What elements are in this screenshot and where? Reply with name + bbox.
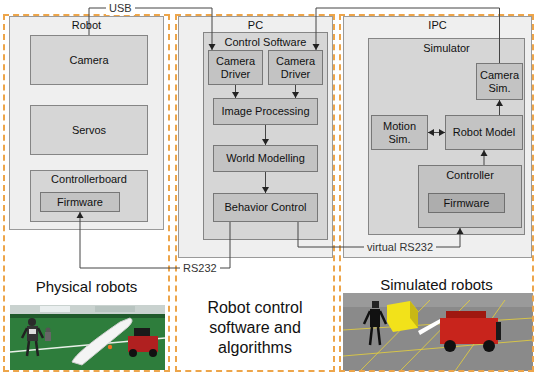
box-title: IPC <box>349 19 526 32</box>
simulation-render <box>343 293 533 371</box>
region-caption: Simulated robots <box>341 276 532 295</box>
process-box: Camera Sim. <box>476 63 523 100</box>
connection-label: virtual RS232 <box>364 241 436 254</box>
box-title: Control Software <box>204 36 327 49</box>
box-label: Behavior Control <box>225 201 307 214</box>
connection-label: RS232 <box>180 262 220 275</box>
box-title: Robot <box>15 19 158 32</box>
field-photo <box>10 305 165 370</box>
box-label: Firmware <box>57 196 103 209</box>
process-box: Camera Driver <box>268 50 323 85</box>
arrowhead <box>262 187 269 193</box>
physical-robots-region: Physical robots RobotCameraServosControll… <box>3 14 170 372</box>
process-box: Image Processing <box>213 98 318 125</box>
box-label: Camera Sim. <box>479 69 520 94</box>
component-box: Camera <box>30 35 148 85</box>
region-caption: Robot control software and algorithms <box>180 298 330 358</box>
arrowhead <box>481 150 488 156</box>
ipc-box: IPC SimulatorCamera Sim. Motion Sim. Robot … <box>343 16 532 258</box>
connector <box>77 212 231 268</box>
connector <box>428 129 445 136</box>
pc-box: PC Control SoftwareCamera Driver Camera Dr… <box>178 16 333 258</box>
arrowhead <box>439 129 445 136</box>
connector <box>262 125 269 145</box>
connector <box>232 85 239 98</box>
connector-line <box>235 85 236 98</box>
controller-box: ControllerFirmware <box>418 165 522 228</box>
arrowhead <box>496 100 503 106</box>
box-label: Image Processing <box>221 105 309 118</box>
connector-line <box>428 132 445 133</box>
connector-line <box>484 150 485 165</box>
connector-line <box>265 125 266 145</box>
box-title: PC <box>184 19 327 32</box>
software-region: Robot control software and algorithmsPCC… <box>175 14 335 372</box>
process-box: World Modelling <box>213 145 318 172</box>
connector-line <box>265 172 266 193</box>
firmware-box: Firmware <box>428 193 505 213</box>
connector <box>481 150 488 165</box>
component-box: Servos <box>30 105 148 155</box>
control-software-box: Control SoftwareCamera Driver Camera Driv… <box>203 32 328 240</box>
arrowhead <box>77 212 84 218</box>
process-box: Robot Model <box>445 115 523 150</box>
region-caption: Physical robots <box>5 278 168 297</box>
controllerboard-box: ControllerboardFirmware <box>30 170 148 222</box>
connector-line <box>80 212 230 268</box>
process-box: Behavior Control <box>213 193 318 222</box>
box-label: Camera <box>69 54 108 67</box>
box-label: Camera Driver <box>271 55 320 80</box>
simulated-robots-region: Simulated robots IPC SimulatorCamera Sim. M… <box>339 14 534 372</box>
arrowhead <box>457 228 464 234</box>
arrowhead <box>232 92 239 98</box>
robot-box: RobotCameraServosControllerboardFirmware <box>9 16 164 230</box>
firmware-box: Firmware <box>40 192 120 212</box>
box-label: Servos <box>72 124 106 137</box>
box-label: World Modelling <box>226 152 305 165</box>
connector-line <box>316 8 500 63</box>
arrowhead <box>428 129 434 136</box>
box-title: Simulator <box>369 42 524 55</box>
arrowhead <box>262 139 269 145</box>
process-box: Camera Driver <box>208 50 263 85</box>
box-label: Firmware <box>444 197 490 210</box>
box-label: Motion Sim. <box>374 120 425 145</box>
connector <box>292 85 299 98</box>
connection-label: USB <box>106 2 135 15</box>
connector <box>313 8 500 63</box>
arrowhead <box>313 44 320 50</box>
box-title: Controllerboard <box>36 173 142 186</box>
connector <box>262 172 269 193</box>
box-label: Robot Model <box>453 126 515 139</box>
connector-line <box>295 85 296 98</box>
box-label: Camera Driver <box>211 55 260 80</box>
connector-line <box>499 100 500 115</box>
box-title: Controller <box>419 169 521 182</box>
arrowhead <box>209 44 216 50</box>
process-box: Motion Sim. <box>371 115 428 150</box>
simulator-box: SimulatorCamera Sim. Motion Sim. Robot Mod… <box>368 38 525 235</box>
arrowhead <box>292 92 299 98</box>
connector <box>496 100 503 115</box>
